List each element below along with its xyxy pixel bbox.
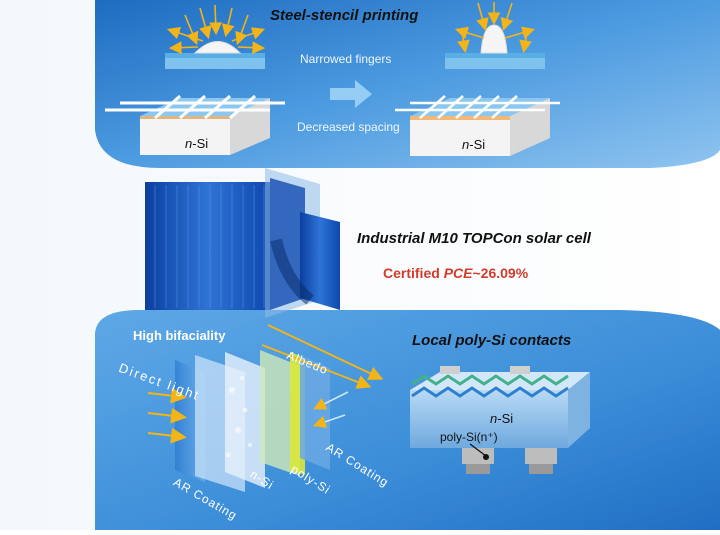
local-contacts-title: Local poly-Si contacts	[412, 332, 572, 349]
narrowed-fingers-label: Narrowed fingers	[300, 52, 392, 66]
direct-light-arrows	[147, 387, 187, 444]
contact-nsi-label: n-Si	[490, 411, 514, 426]
wafer-right	[395, 95, 560, 156]
decreased-spacing-label: Decreased spacing	[297, 120, 400, 134]
pce-label: Certified PCE~26.09%	[383, 265, 529, 281]
wide-finger-section	[165, 4, 266, 69]
nsi-left-label: n-Si	[185, 136, 209, 151]
solar-cell-illustration	[145, 168, 340, 318]
stencil-title: Steel-stencil printing	[270, 7, 419, 24]
wafer-left	[105, 94, 285, 155]
transition-arrow	[330, 80, 372, 108]
poly-si-contact-block	[410, 366, 590, 474]
narrow-finger-section	[445, 2, 545, 69]
poly-si-n-label: poly-Si(n⁺)	[440, 430, 498, 444]
high-bifaciality-label: High bifaciality	[133, 328, 226, 343]
reflected-arrows	[312, 391, 349, 428]
albedo-arrows	[261, 324, 384, 389]
bifacial-layer-stack	[175, 350, 330, 492]
cell-title: Industrial M10 TOPCon solar cell	[357, 230, 591, 247]
nsi-right-label: n-Si	[462, 137, 486, 152]
